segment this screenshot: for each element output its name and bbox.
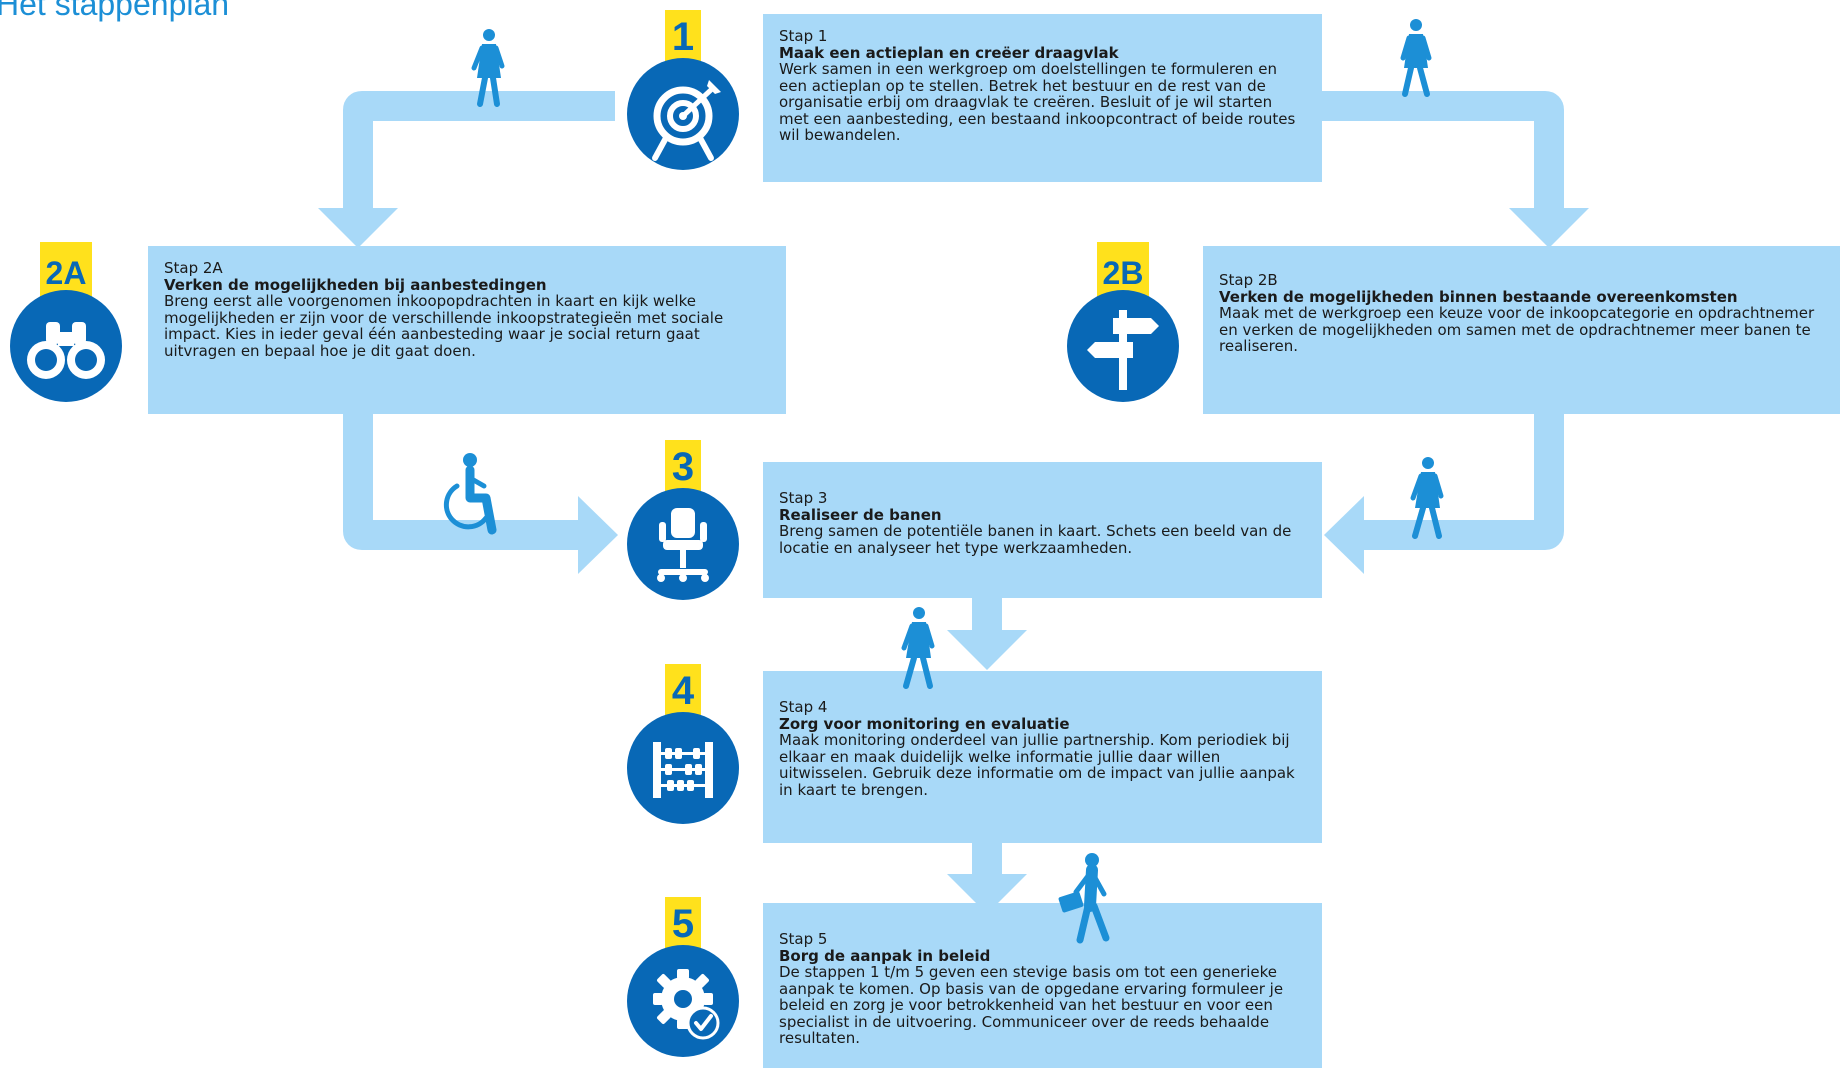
step-5-text: De stappen 1 t/m 5 geven een stevige bas…: [779, 963, 1284, 1047]
arrowhead-2b: [1509, 208, 1589, 248]
step-5-marker: 5: [627, 897, 739, 1057]
step-3-box: Stap 3 Realiseer de banen Breng samen de…: [763, 462, 1322, 598]
step-2a-box: Stap 2A Verken de mogelijkheden bij aanb…: [148, 246, 786, 414]
step-4-label: Stap 4: [779, 698, 828, 716]
step-5-box: Stap 5 Borg de aanpak in beleid De stapp…: [763, 903, 1322, 1068]
step-2a-text: Breng eerst alle voorgenomen inkoopopdra…: [164, 292, 724, 360]
step-1-label: Stap 1: [779, 27, 828, 45]
step-2a-label: Stap 2A: [164, 259, 223, 277]
step-4-text: Maak monitoring onderdeel van jullie par…: [779, 731, 1295, 799]
wheelchair-user-icon: [443, 453, 497, 535]
step-3-marker: 3: [627, 440, 739, 600]
arrow-2b-to-3: [1362, 414, 1564, 550]
step-4-box: Stap 4 Zorg voor monitoring en evaluatie…: [763, 671, 1322, 843]
step-5-title: Borg de aanpak in beleid: [779, 946, 991, 965]
step-2b-number: 2B: [1102, 255, 1144, 291]
step-3-number: 3: [671, 445, 695, 489]
step-1-text: Werk samen in een werkgroep om doelstell…: [779, 60, 1296, 144]
step-4-number: 4: [671, 669, 695, 713]
step-2b-label: Stap 2B: [1219, 271, 1278, 289]
step-1-circle: [627, 58, 739, 170]
step-1-marker: 1: [627, 10, 739, 170]
step-2b-text: Maak met de werkgroep een keuze voor de …: [1219, 304, 1815, 355]
office-chair-icon: [657, 508, 709, 582]
step-4-title: Zorg voor monitoring en evaluatie: [779, 714, 1070, 733]
step-2a-title: Verken de mogelijkheden bij aanbesteding…: [164, 275, 547, 294]
arrow-1-to-2b: [1312, 91, 1564, 208]
arrow-1-to-2a: [343, 91, 615, 208]
arrowhead-3-right: [1324, 496, 1364, 574]
step-5-circle: [627, 945, 739, 1057]
step-4-marker: 4: [627, 664, 739, 824]
arrowhead-3-left: [578, 496, 618, 574]
page-title: Het stappenplan: [0, 0, 230, 22]
step-2b-marker: 2B: [1067, 242, 1179, 402]
step-2b-title: Verken de mogelijkheden binnen bestaande…: [1219, 287, 1738, 306]
step-2a-circle: [10, 290, 122, 402]
gear-check-icon: [653, 969, 720, 1040]
walking-person-icon: [901, 607, 935, 689]
arrowhead-5: [947, 874, 1027, 914]
step-3-title: Realiseer de banen: [779, 505, 942, 524]
step-1-box: Stap 1 Maak een actieplan en creëer draa…: [763, 14, 1322, 182]
step-2b-circle: [1067, 290, 1179, 402]
step-5-label: Stap 5: [779, 930, 828, 948]
step-3-circle: [627, 488, 739, 600]
person-with-briefcase-icon: [1058, 853, 1110, 944]
target-icon: [652, 80, 721, 161]
step-2a-number: 2A: [45, 255, 87, 291]
arrowhead-2a: [318, 208, 398, 248]
step-5-number: 5: [671, 902, 695, 946]
step-2b-box: Stap 2B Verken de mogelijkheden binnen b…: [1203, 246, 1840, 414]
arrow-2a-to-3: [343, 414, 580, 550]
step-1-number: 1: [671, 15, 695, 59]
walking-person-icon: [1410, 457, 1444, 539]
binoculars-icon: [27, 322, 105, 379]
signpost-icon: [1087, 310, 1159, 390]
arrowhead-4: [947, 630, 1027, 670]
step-1-title: Maak een actieplan en creëer draagvlak: [779, 43, 1119, 62]
step-4-circle: [627, 712, 739, 824]
step-2a-marker: 2A: [10, 242, 122, 402]
step-3-text: Breng samen de potentiële banen in kaart…: [779, 522, 1292, 557]
walking-person-icon: [471, 29, 505, 107]
walking-person-icon: [1400, 19, 1432, 97]
abacus-icon: [653, 742, 713, 798]
step-3-label: Stap 3: [779, 489, 828, 507]
